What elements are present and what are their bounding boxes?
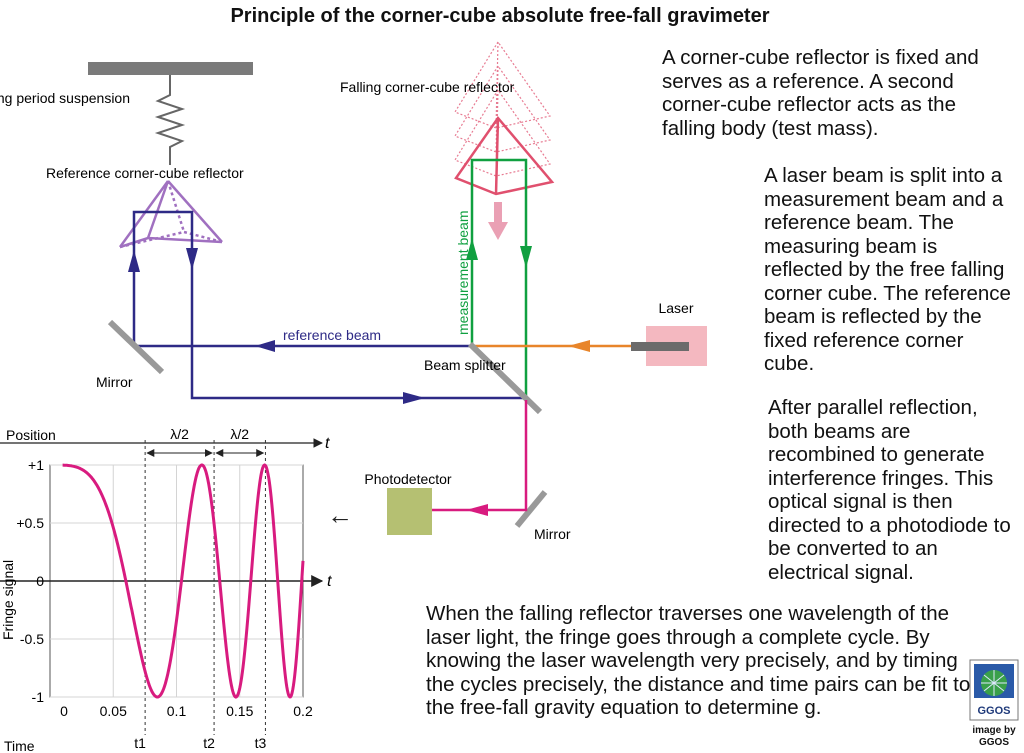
mirror-left bbox=[107, 319, 165, 375]
chart-y-axis-label: Fringe signal bbox=[0, 560, 16, 640]
time-marker-label: t3 bbox=[255, 735, 267, 751]
y-tick-label: -1 bbox=[32, 689, 45, 705]
ceiling-bar bbox=[88, 62, 253, 75]
chart-x-axis-label: Time bbox=[4, 738, 35, 753]
position-axis-t-label: t bbox=[325, 435, 330, 452]
lambda-marks: λ/2 λ/2 bbox=[146, 426, 265, 457]
reference-beam-arrow bbox=[403, 392, 425, 404]
suspension-spring bbox=[154, 75, 186, 165]
lambda-half-label: λ/2 bbox=[230, 426, 249, 442]
signal-beam-arrow bbox=[466, 504, 488, 516]
x-tick-label: 0.05 bbox=[100, 703, 127, 719]
y-tick-labels: +1 +0.5 0 -0.5 -1 bbox=[16, 457, 44, 705]
beam-splitter-label: Beam splitter bbox=[424, 357, 506, 373]
paragraph-beam-split: A laser beam is split into a measurement… bbox=[764, 164, 1011, 375]
reference-corner-cube bbox=[118, 180, 223, 249]
chart-x-axis-t-label: t bbox=[327, 573, 332, 590]
x-tick-label: 0.15 bbox=[226, 703, 253, 719]
paragraph-fixed-reference: A corner-cube reflector is fixed and ser… bbox=[662, 46, 979, 140]
page-title: Principle of the corner-cube absolute fr… bbox=[230, 5, 769, 27]
photodetector-label: Photodetector bbox=[364, 471, 452, 487]
reference-beam-arrow bbox=[255, 340, 275, 352]
signal-beam-path bbox=[432, 400, 528, 512]
fall-direction-arrow bbox=[488, 202, 508, 240]
beam-splitter bbox=[467, 341, 543, 415]
x-tick-label: 0 bbox=[60, 703, 68, 719]
paragraph-wavelength-timing: When the falling reflector traverses one… bbox=[426, 602, 971, 719]
suspension-label: Long period suspension bbox=[0, 90, 130, 106]
reference-beam-arrow bbox=[186, 248, 198, 270]
y-tick-label: +1 bbox=[28, 457, 44, 473]
mirror-right-label: Mirror bbox=[534, 526, 571, 542]
y-tick-label: -0.5 bbox=[20, 631, 44, 647]
photodetector bbox=[387, 488, 432, 535]
time-markers: t1 t2 t3 bbox=[134, 440, 266, 751]
time-marker-label: t2 bbox=[203, 735, 215, 751]
mirror-right bbox=[514, 490, 548, 528]
measurement-beam-arrow bbox=[520, 246, 532, 268]
paragraph-recombination: After parallel reflection, both beams ar… bbox=[768, 396, 1011, 584]
fringe-curve bbox=[62, 463, 305, 699]
x-tick-labels: 0 0.05 0.1 0.15 0.2 bbox=[60, 703, 313, 719]
reference-beam-arrow bbox=[128, 250, 140, 272]
logo-caption-line2: GGOS bbox=[979, 737, 1009, 748]
mirror-left-label: Mirror bbox=[96, 374, 133, 390]
x-tick-label: 0.2 bbox=[293, 703, 313, 719]
lambda-half-label: λ/2 bbox=[170, 426, 189, 442]
signal-to-chart-arrow: ← bbox=[327, 500, 353, 530]
laser-tube bbox=[631, 342, 689, 351]
ggos-logo: GGOS image by GGOS bbox=[969, 659, 1019, 748]
x-tick-label: 0.1 bbox=[167, 703, 187, 719]
logo-caption-line1: image by bbox=[972, 725, 1016, 736]
y-tick-label: 0 bbox=[36, 573, 44, 589]
laser-label: Laser bbox=[658, 300, 693, 316]
time-marker-label: t1 bbox=[134, 735, 146, 751]
falling-cube-label: Falling corner-cube reflector bbox=[340, 79, 515, 95]
falling-cube-ghosts bbox=[454, 40, 552, 177]
reference-cube-label: Reference corner-cube reflector bbox=[46, 165, 244, 181]
measurement-beam-arrow bbox=[466, 238, 478, 260]
reference-beam-label: reference beam bbox=[283, 327, 381, 343]
position-axis-label: Position bbox=[6, 427, 56, 443]
laser-beam-arrow bbox=[568, 340, 590, 352]
y-tick-label: +0.5 bbox=[16, 515, 44, 531]
measurement-beam-label: measurement beam bbox=[455, 210, 471, 335]
falling-corner-cube bbox=[454, 115, 555, 196]
logo-name: GGOS bbox=[977, 705, 1010, 717]
